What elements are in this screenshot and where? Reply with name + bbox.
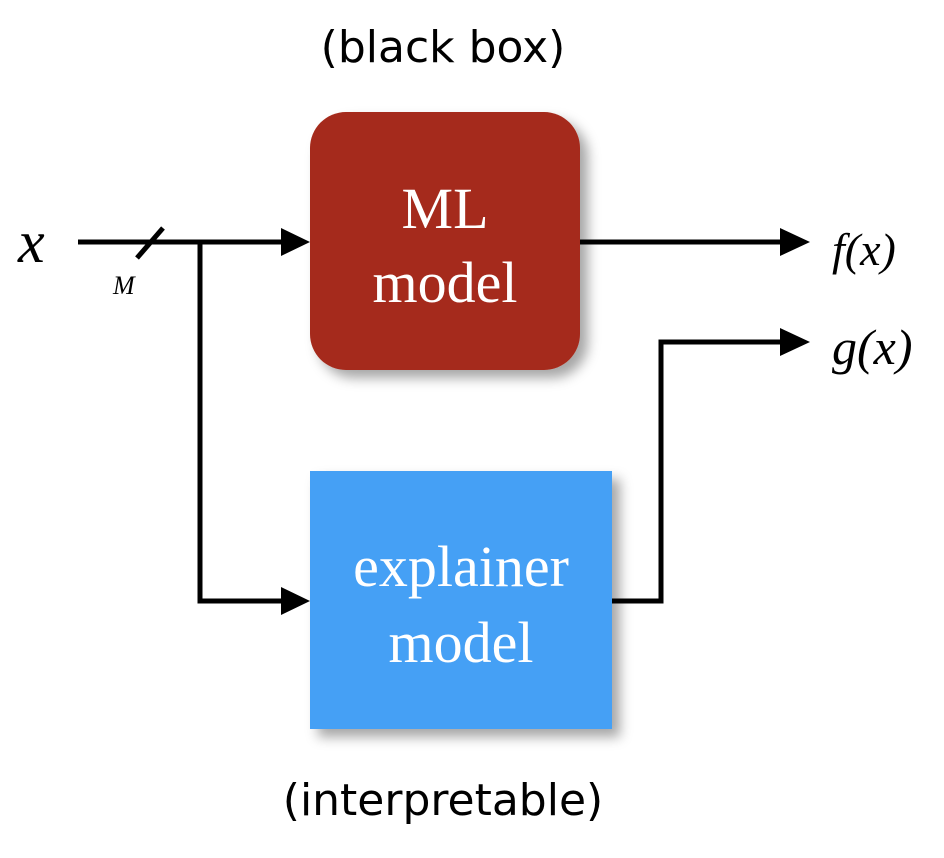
explainer-model-box bbox=[310, 471, 612, 729]
ml-model-block: ML model bbox=[310, 112, 580, 370]
explainer-model-line2: model bbox=[389, 610, 534, 675]
output-f-label: f(x) bbox=[832, 224, 896, 275]
arrowhead-f-out bbox=[780, 228, 810, 256]
arrowhead-g-out bbox=[780, 328, 810, 356]
branch-wire bbox=[197, 242, 290, 604]
explainer-model-block: explainer model bbox=[310, 471, 612, 729]
input-label: x bbox=[17, 209, 45, 275]
ml-model-box bbox=[310, 112, 580, 370]
ml-model-line1: ML bbox=[402, 176, 489, 241]
arrowheads bbox=[281, 228, 810, 615]
g-output-wire bbox=[612, 339, 790, 604]
bus-width-label: M bbox=[112, 271, 136, 300]
top-caption: (black box) bbox=[321, 22, 566, 73]
explainer-model-line1: explainer bbox=[353, 534, 569, 599]
arrowhead-ml-in bbox=[281, 228, 310, 256]
ml-model-line2: model bbox=[373, 250, 518, 315]
output-wires bbox=[580, 239, 790, 604]
bottom-caption: (interpretable) bbox=[283, 775, 603, 826]
arrowhead-explainer-in bbox=[281, 587, 310, 615]
output-g-label: g(x) bbox=[832, 319, 913, 375]
bus-slash bbox=[135, 226, 165, 260]
input-wires bbox=[78, 226, 290, 604]
